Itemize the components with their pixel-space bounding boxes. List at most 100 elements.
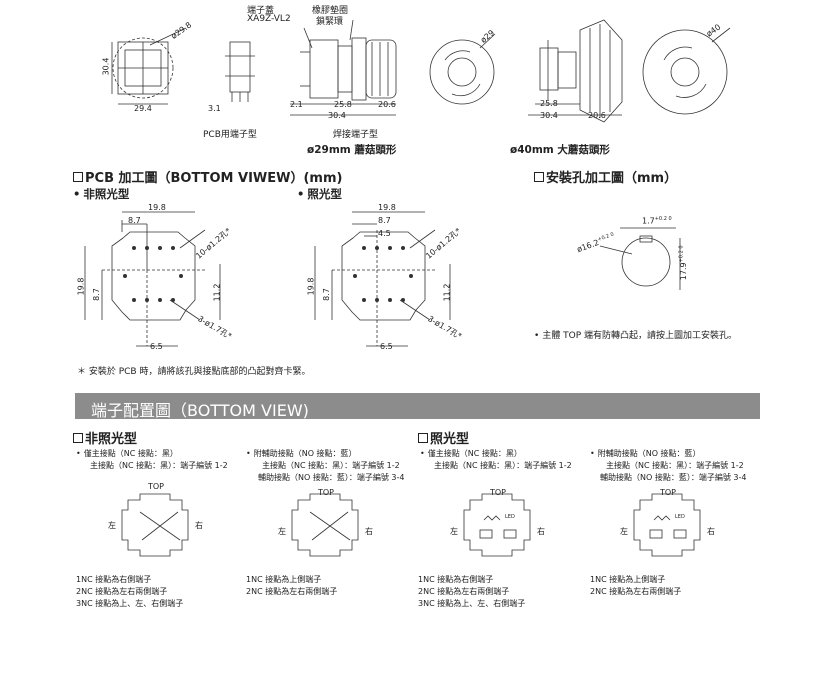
dim-w20-6-b: 20.6 <box>588 111 606 120</box>
col3-note-1: 1NC 接點為右側端子 <box>418 575 494 584</box>
col2-note-2: 2NC 接點為左右兩側端子 <box>246 587 338 596</box>
col3-notes: 1NC 接點為右側端子 2NC 接點為左右兩側端子 3NC 接點為上、左、右側端… <box>418 574 525 610</box>
terminal-lit-heading: 照光型 <box>418 428 469 447</box>
diag1-left: 左 <box>108 521 116 530</box>
diag3-left: 左 <box>450 527 458 536</box>
pcb-lit-holes <box>353 246 413 302</box>
dim-w30-4-b: 30.4 <box>540 111 558 120</box>
pcb-lit-label: 照光型 <box>297 186 342 202</box>
terminal-banner-title: 端子配置圖（BOTTOM VIEW) <box>91 401 309 420</box>
mushroom-40mm-front <box>642 27 731 115</box>
lock-ring-label: 鎖緊環 <box>316 17 344 27</box>
col1-note-2: 2NC 接點為左右兩側端子 <box>76 587 168 596</box>
lit-dim-h19-8: 19.8 <box>306 277 316 296</box>
dim-w2-1: 2.1 <box>290 100 303 109</box>
terminal-diagram-3 <box>463 493 531 557</box>
lit-dim-w6-5: 6.5 <box>380 342 393 351</box>
diag3-right: 右 <box>537 527 545 536</box>
caption-solder-terminal: 焊接端子型 <box>333 130 379 140</box>
lit-dim-w8-7: 8.7 <box>378 216 391 225</box>
diag2-right: 右 <box>365 527 373 536</box>
col2-note-1: 1NC 接點為上側端子 <box>246 575 322 584</box>
terminal-cover-label: 端子蓋 <box>247 6 275 16</box>
diag3-led: LED <box>505 514 515 520</box>
col4-notes: 1NC 接點為上側端子 2NC 接點為左右兩側端子 <box>590 574 681 598</box>
mount-dim-1-7: 1.7+0.2 0 <box>642 216 672 226</box>
nonlit-dim-h19-8: 19.8 <box>76 277 86 296</box>
pcb-section-title: PCB 加工圖（BOTTOM VIWEW）(mm) <box>73 167 342 186</box>
nonlit-dim-h11-2: 11.2 <box>212 283 222 302</box>
col2-desc1: 附輔助接點（NO 接點：藍） <box>246 448 357 459</box>
dim-w20-6-a: 20.6 <box>378 100 396 109</box>
col4-note-1: 1NC 接點為上側端子 <box>590 575 666 584</box>
lit-dim-h11-2: 11.2 <box>442 283 452 302</box>
col1-note-1: 1NC 接點為右側端子 <box>76 575 152 584</box>
caption-pcb-terminal: PCB用端子型 <box>203 130 257 140</box>
checkbox-icon <box>418 433 428 443</box>
col4-desc2: 主接點（NC 接點：黑）：端子編號 1-2 <box>606 461 744 470</box>
pcb-nonlit-drawing <box>84 211 221 347</box>
caption-40mm: ø40mm 大蘑菇頭形 <box>510 144 610 156</box>
mounting-hole-drawing <box>599 227 681 290</box>
mount-dim-17-9: 17.9+0.2 0 <box>678 245 689 281</box>
diag2-top: TOP <box>318 488 335 497</box>
checkbox-icon <box>73 172 83 182</box>
mushroom-40mm-side-view <box>528 19 623 123</box>
dim-w30-4-a: 30.4 <box>328 111 346 120</box>
pcb-type-bottom-view <box>111 27 187 105</box>
mount-note: 主體 TOP 端有防轉凸起，請按上圖加工安裝孔。 <box>534 330 737 343</box>
terminal-diagram-1 <box>121 493 189 557</box>
diag4-left: 左 <box>620 527 628 536</box>
terminal-nonlit-heading: 非照光型 <box>73 428 137 447</box>
pcb-type-side-view <box>225 41 255 102</box>
gasket-label: 橡膠墊圈 <box>312 6 349 16</box>
checkbox-icon <box>73 433 83 443</box>
checkbox-icon <box>534 172 544 182</box>
col1-desc1: 僅主接點（NC 接點：黑） <box>76 448 178 459</box>
diag1-top: TOP <box>148 482 165 491</box>
col1-notes: 1NC 接點為右側端子 2NC 接點為左右兩側端子 3NC 接點為上、左、右側端… <box>76 574 183 610</box>
terminal-diagram-4 <box>633 493 701 557</box>
pcb-footnote: ＊ 安裝於 PCB 時，請將該孔與接點底部的凸起對齊卡緊。 <box>77 367 311 377</box>
col2-desc3: 輔助接點（NO 接點：藍）：端子編號 3-4 <box>258 473 405 482</box>
dim-h30-4: 30.4 <box>101 57 111 76</box>
dim-w25-8-a: 25.8 <box>334 100 352 109</box>
col4-note-2: 2NC 接點為左右兩側端子 <box>590 587 682 596</box>
terminal-diagram-2 <box>291 493 359 557</box>
lit-dim-w4-5: 4.5 <box>378 229 391 238</box>
col2-desc2: 主接點（NC 接點：黑）：端子編號 1-2 <box>262 461 400 470</box>
nonlit-dim-w19-8: 19.8 <box>148 203 166 212</box>
lit-dim-h8-7: 8.7 <box>321 288 331 301</box>
diag4-led: LED <box>675 514 685 520</box>
pcb-lit-drawing <box>314 211 451 347</box>
dim-w25-8-b: 25.8 <box>540 99 558 108</box>
diag1-right: 右 <box>195 521 203 530</box>
mount-section-title: 安裝孔加工圖（mm） <box>534 167 677 186</box>
col3-note-2: 2NC 接點為左右兩側端子 <box>418 587 510 596</box>
terminal-banner: 端子配置圖（BOTTOM VIEW) <box>75 393 760 420</box>
col1-note-3: 3NC 接點為上、左、右側端子 <box>76 599 184 608</box>
col1-desc2: 主接點（NC 接點：黑）：端子編號 1-2 <box>90 461 228 470</box>
dim-w29-4: 29.4 <box>134 104 152 113</box>
lit-dim-w19-8: 19.8 <box>378 203 396 212</box>
terminal-cover-model: XA9Z-VL2 <box>247 14 291 24</box>
solder-type-side-view <box>290 19 397 116</box>
diag4-right: 右 <box>707 527 715 536</box>
mushroom-29mm-front <box>429 33 496 105</box>
col3-desc1: 僅主接點（NC 接點：黑） <box>420 448 522 459</box>
col4-desc3: 輔助接點（NO 接點：藍）：端子編號 3-4 <box>600 473 747 482</box>
nonlit-dim-w6-5: 6.5 <box>150 342 163 351</box>
col3-desc2: 主接點（NC 接點：黑）：端子編號 1-2 <box>434 461 572 470</box>
caption-29mm: ø29mm 蘑菇頭形 <box>307 144 397 156</box>
dim-w3-1: 3.1 <box>208 104 221 113</box>
col4-desc1: 附輔助接點（NO 接點：藍） <box>590 448 701 459</box>
nonlit-dim-w8-7: 8.7 <box>128 216 141 225</box>
pcb-nonlit-label: 非照光型 <box>73 186 129 202</box>
diag4-top: TOP <box>660 488 677 497</box>
col3-note-3: 3NC 接點為上、左、右側端子 <box>418 599 526 608</box>
pcb-nonlit-holes <box>123 246 183 302</box>
col2-notes: 1NC 接點為上側端子 2NC 接點為左右兩側端子 <box>246 574 337 598</box>
diag3-top: TOP <box>490 488 507 497</box>
diag2-left: 左 <box>278 527 286 536</box>
